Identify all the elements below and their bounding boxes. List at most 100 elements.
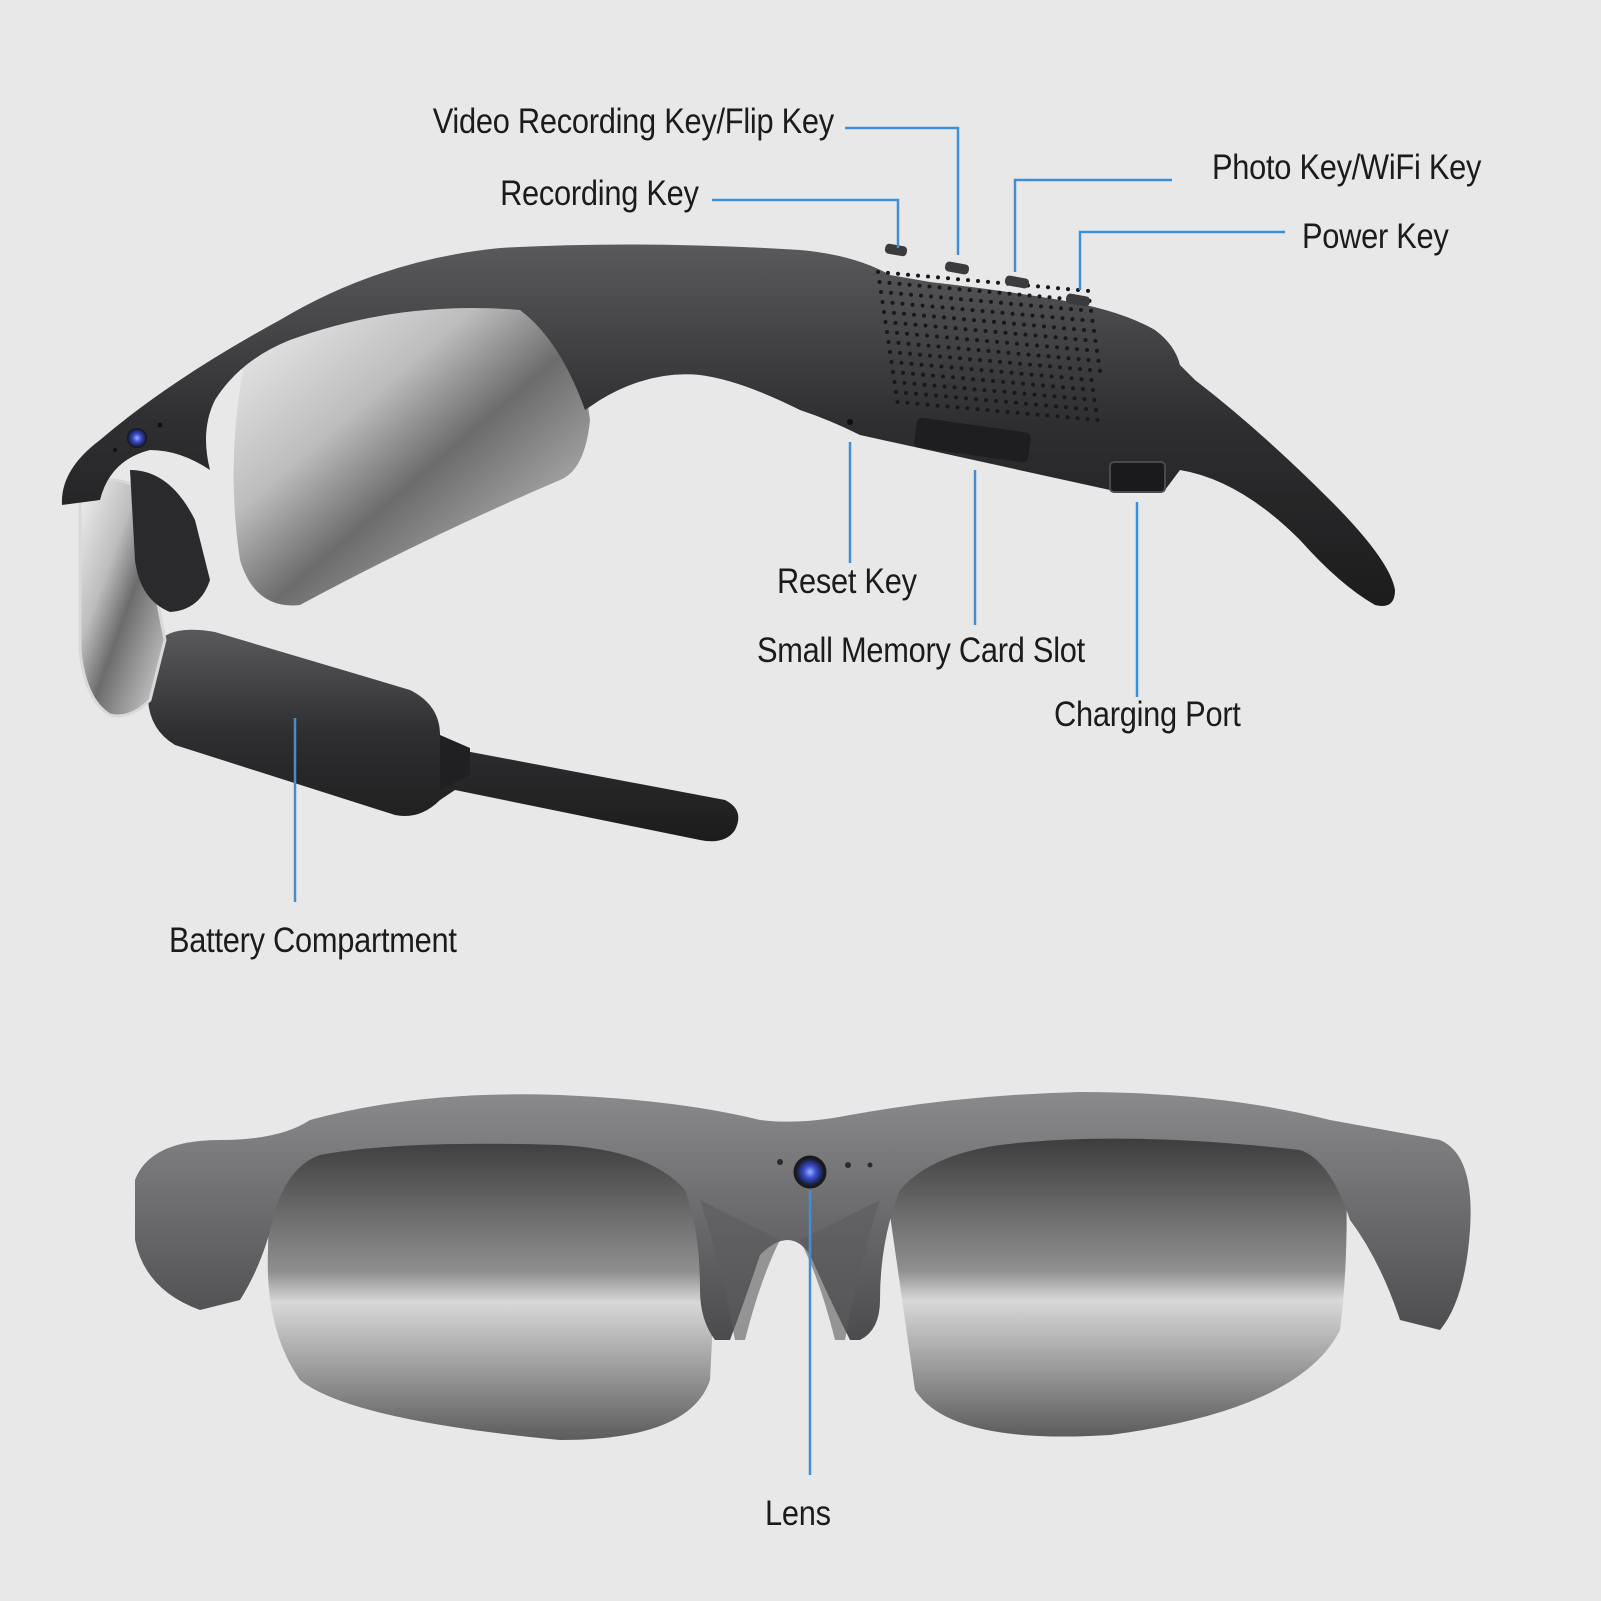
grille-hole [930, 304, 935, 309]
grille-hole [914, 391, 918, 396]
grille-hole [976, 279, 980, 283]
grille-hole [953, 326, 958, 331]
grille-hole [1061, 385, 1065, 390]
grille-hole [940, 305, 945, 310]
grille-hole [894, 390, 898, 394]
grille-hole [1048, 364, 1052, 369]
grille-hole [952, 385, 957, 390]
photo-key[interactable] [1004, 275, 1030, 289]
power-key[interactable] [1065, 293, 1091, 307]
label-memory-card-slot: Small Memory Card Slot [757, 631, 1085, 670]
grille-hole [1086, 358, 1091, 362]
grille-hole [985, 339, 989, 343]
grille-hole [1073, 337, 1078, 342]
leader-photo-key [1013, 178, 1172, 272]
label-power-key: Power Key [1302, 217, 1449, 256]
grille-hole [895, 400, 900, 404]
grille-hole [1086, 288, 1090, 293]
grille-hole [966, 347, 971, 352]
grille-hole [988, 359, 992, 363]
grille-hole [1054, 404, 1058, 409]
grille-hole [921, 372, 925, 377]
grille-hole [1088, 368, 1092, 372]
grille-hole [1056, 286, 1060, 291]
grille-hole [1065, 346, 1069, 351]
grille-hole [1082, 328, 1086, 332]
grille-hole [1049, 374, 1054, 379]
grille-hole [907, 282, 912, 287]
grille-hole [951, 375, 955, 380]
grille-hole [936, 275, 940, 280]
grille-hole [927, 284, 932, 289]
grille-hole [1034, 402, 1038, 407]
grille-hole [889, 360, 894, 364]
label-recording-key: Recording Key [500, 174, 699, 213]
grille-hole [889, 290, 893, 295]
video-recording-key[interactable] [944, 261, 970, 275]
front-camera-lens-icon [793, 1155, 827, 1189]
grille-hole [876, 270, 880, 274]
leader-lines [293, 126, 1285, 1475]
grille-hole [877, 280, 882, 284]
front-frame [135, 1092, 1471, 1340]
grille-hole [1063, 336, 1068, 341]
recording-key[interactable] [884, 243, 908, 257]
front-left-lens [267, 1134, 720, 1440]
grille-hole [1044, 403, 1048, 408]
grille-hole [919, 293, 923, 298]
grille-hole [923, 323, 928, 328]
grille-hole [1050, 315, 1055, 320]
grille-hole [942, 315, 946, 320]
grille-hole [896, 340, 901, 345]
grille-hole [949, 365, 954, 370]
grille-hole [996, 349, 1001, 354]
grille-hole [960, 307, 965, 312]
grille-hole [958, 356, 962, 361]
grille-hole [883, 320, 888, 324]
grille-hole [1015, 410, 1020, 415]
grille-hole [987, 289, 992, 294]
grille-hole [1095, 418, 1100, 422]
grille-hole [1025, 411, 1030, 416]
grille-hole [1085, 348, 1089, 352]
grille-hole [1005, 409, 1010, 414]
grille-hole [1042, 393, 1047, 398]
grille-hole [1032, 323, 1036, 328]
grille-hole [952, 316, 956, 321]
label-reset-key: Reset Key [777, 562, 917, 601]
grille-hole [933, 324, 938, 329]
grille-hole [1002, 389, 1007, 394]
grille-hole [1002, 320, 1006, 325]
grille-hole [1012, 390, 1017, 395]
grille-hole [995, 409, 1000, 413]
grille-hole [1000, 310, 1005, 315]
grille-hole [917, 283, 922, 288]
grille-hole [993, 329, 998, 334]
grille-hole [999, 369, 1004, 374]
grille-hole [1060, 316, 1065, 321]
grille-hole [1057, 296, 1062, 301]
grille-hole [1009, 301, 1013, 306]
grille-hole [880, 300, 885, 304]
grille-hole [1066, 287, 1070, 292]
grille-hole [950, 306, 955, 311]
grille-hole [1019, 302, 1023, 307]
grille-hole [1052, 325, 1056, 330]
grille-hole [1082, 397, 1087, 402]
grille-hole [909, 361, 914, 366]
grille-hole [938, 354, 942, 359]
grille-hole [1059, 306, 1063, 311]
grille-hole [922, 382, 927, 387]
grille-hole [957, 287, 962, 292]
grille-hole [1026, 352, 1031, 357]
grille-hole [919, 362, 924, 367]
grille-hole [1035, 343, 1039, 348]
grille-hole [1011, 380, 1015, 385]
front-right-lens [885, 1134, 1347, 1437]
grille-hole [1014, 400, 1018, 405]
grille-hole [983, 329, 988, 333]
grille-hole [1090, 318, 1095, 323]
charging-port [1109, 461, 1166, 493]
grille-hole [1033, 333, 1038, 338]
grille-hole [1081, 387, 1085, 392]
